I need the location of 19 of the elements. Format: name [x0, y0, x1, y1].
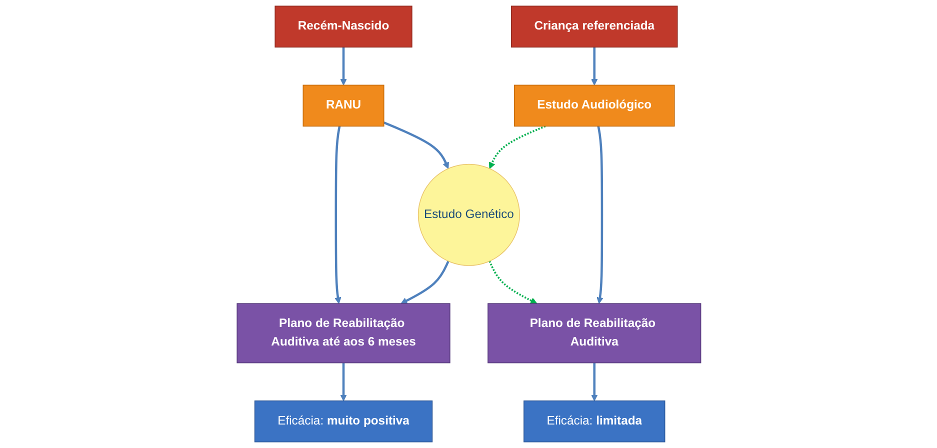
node-box: Plano de Reabilitação Auditiva	[487, 303, 701, 364]
arrow	[400, 260, 449, 304]
node-box: Plano de Reabilitação Auditiva até aos 6 meses	[236, 303, 450, 364]
node-box: Criança referenciada	[510, 6, 678, 48]
node-box: Eficácia: limitada	[523, 400, 665, 442]
arrow	[383, 122, 448, 169]
node-box: Recém-Nascido	[274, 6, 412, 48]
node-circle: Estudo Genético	[417, 164, 520, 266]
arrow	[488, 125, 546, 169]
node-box: RANU	[302, 84, 384, 127]
arrow	[334, 126, 341, 304]
arrow	[340, 362, 346, 402]
node-box: Eficácia: muito positiva	[254, 400, 432, 442]
arrow	[596, 126, 603, 304]
arrow	[590, 47, 598, 86]
node-box: Estudo Audiológico	[514, 84, 674, 127]
arrow	[488, 260, 537, 304]
arrow	[590, 362, 598, 402]
arrow	[340, 47, 346, 86]
